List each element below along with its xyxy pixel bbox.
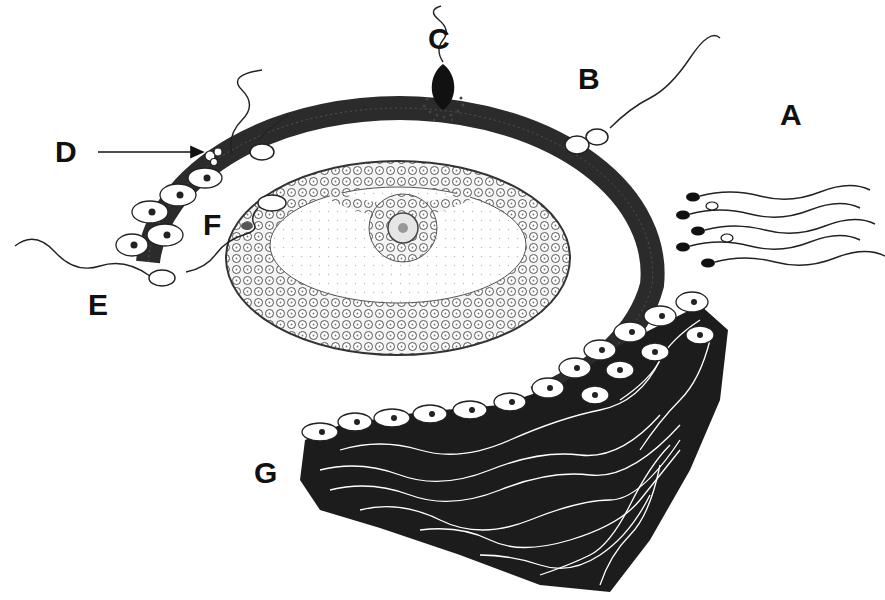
- part-letter: F: [203, 208, 221, 242]
- part-letter: C: [428, 22, 450, 56]
- part-letter: E: [88, 288, 108, 322]
- part-letter: D: [55, 135, 77, 169]
- part-letter: B: [578, 62, 600, 96]
- part-letter: A: [780, 98, 802, 132]
- part-letter: G: [254, 456, 277, 490]
